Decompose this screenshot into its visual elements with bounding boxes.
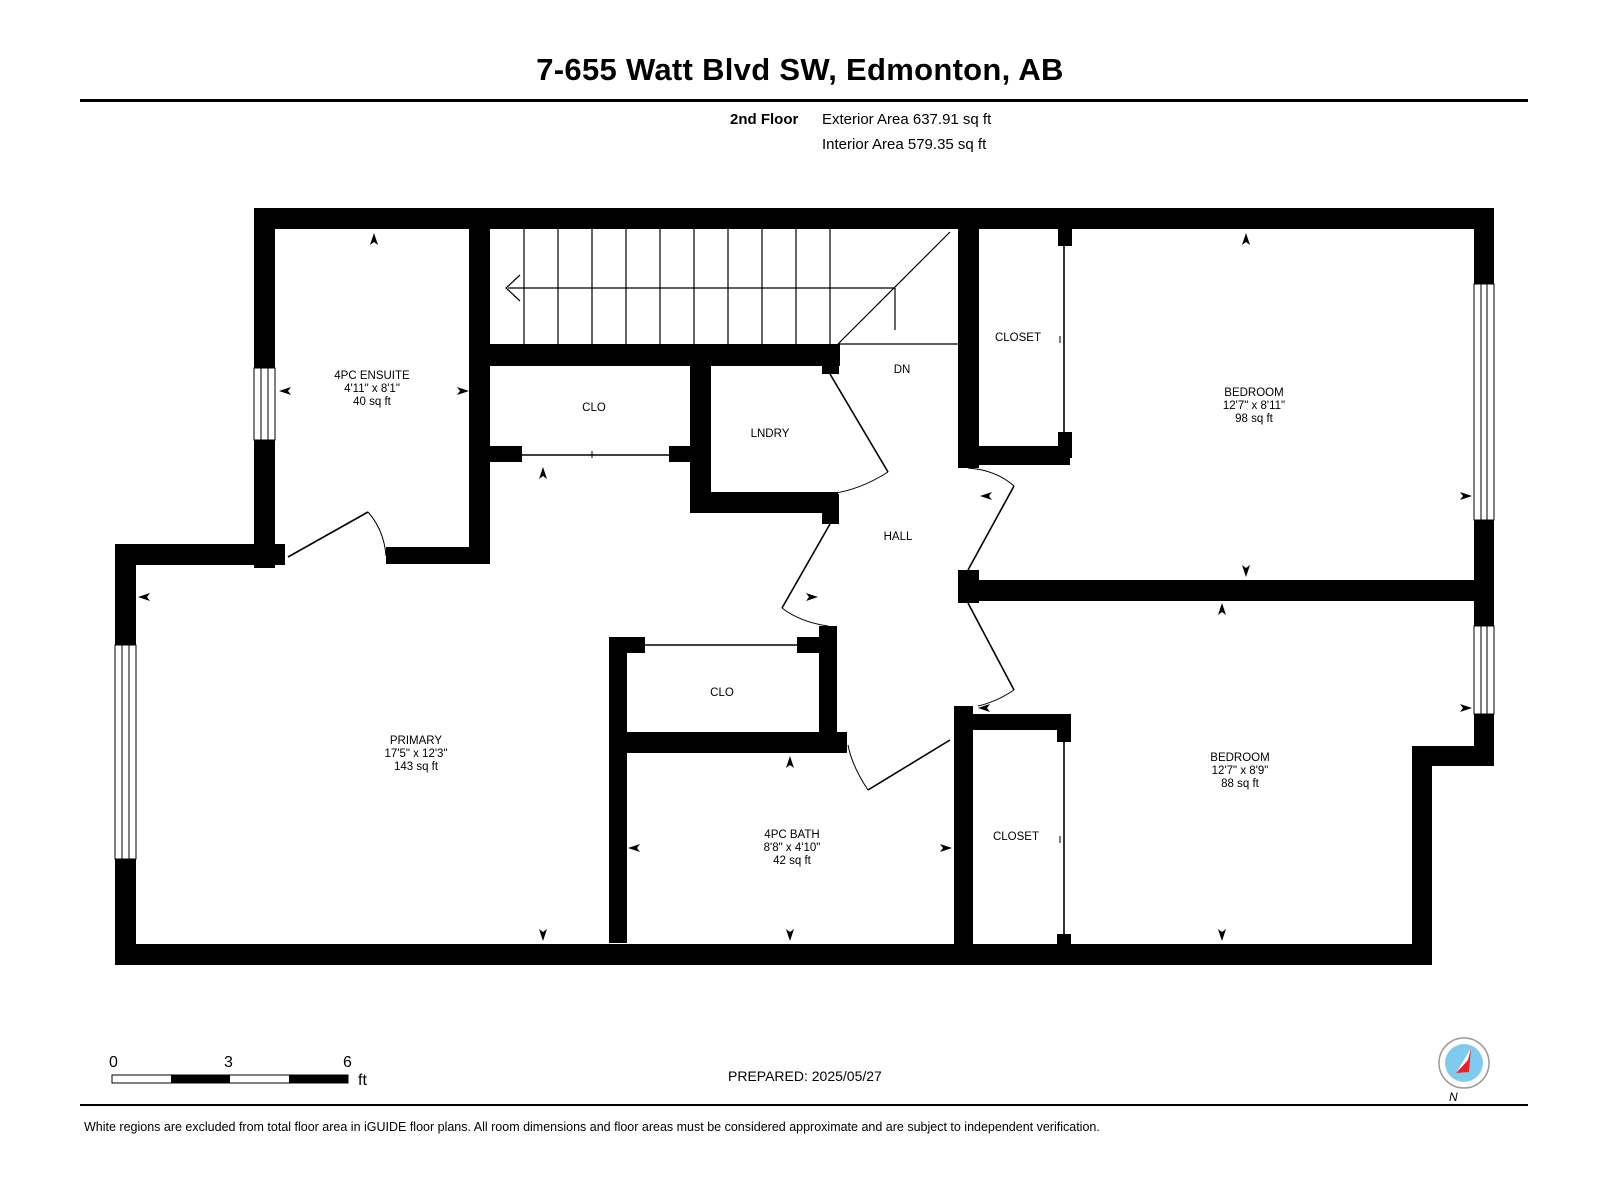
closet-bottom-name: CLOSET [993, 831, 1039, 843]
laundry-name: LNDRY [751, 428, 790, 440]
scale-tick-3: 3 [224, 1054, 233, 1071]
primary-name: PRIMARY [390, 735, 443, 747]
bedroom-top-name: BEDROOM [1224, 387, 1283, 399]
ensuite-dims: 4'11" x 8'1" [344, 383, 400, 395]
bedroom-top-dims: 12'7" x 8'11" [1223, 400, 1285, 412]
doors [287, 246, 1065, 934]
primary-dims: 17'5" x 12'3" [384, 748, 447, 760]
footer-divider [80, 1104, 1528, 1106]
bath-name: 4PC BATH [764, 829, 819, 841]
closet-top-name: CLOSET [995, 332, 1041, 344]
prepared-date: PREPARED: 2025/05/27 [728, 1068, 882, 1084]
scale-unit: ft [358, 1072, 367, 1089]
stair-down-label: DN [894, 364, 911, 376]
clo-top-name: CLO [582, 402, 606, 414]
bath-dims: 8'8" x 4'10" [764, 842, 821, 854]
room-labels: 4PC ENSUITE 4'11" x 8'1" 40 sq ft CLO LN… [334, 332, 1285, 867]
floor-name: 2nd Floor [730, 111, 799, 128]
bedroom-bottom-dims: 12'7" x 8'9" [1212, 765, 1269, 777]
ensuite-name: 4PC ENSUITE [334, 370, 410, 382]
bedroom-bottom-name: BEDROOM [1210, 752, 1269, 764]
staircase [490, 229, 958, 345]
window-primary [114, 644, 137, 860]
primary-area: 143 sq ft [394, 761, 439, 773]
scale-tick-6: 6 [343, 1054, 352, 1071]
window-bedroom-top [1473, 283, 1495, 521]
bedroom-bottom-area: 88 sq ft [1221, 778, 1260, 790]
exterior-area: Exterior Area 637.91 sq ft [822, 111, 992, 128]
compass-north-label: N [1449, 1090, 1458, 1104]
page-title: 7-655 Watt Blvd SW, Edmonton, AB [536, 52, 1064, 87]
scale-bar [111, 1074, 349, 1084]
scale-tick-0: 0 [109, 1054, 118, 1071]
compass-icon [1437, 1036, 1491, 1095]
bath-area: 42 sq ft [773, 855, 812, 867]
window-ensuite [253, 367, 276, 441]
windows [114, 283, 1495, 860]
window-bedroom-bottom [1473, 625, 1495, 715]
disclaimer-text: White regions are excluded from total fl… [84, 1120, 1100, 1134]
interior-area: Interior Area 579.35 sq ft [822, 136, 987, 153]
dimension-arrows [138, 233, 1472, 941]
ensuite-area: 40 sq ft [353, 396, 392, 408]
hall-name: HALL [884, 531, 913, 543]
bedroom-top-area: 98 sq ft [1235, 413, 1274, 425]
clo-bottom-name: CLO [710, 687, 734, 699]
title-divider [80, 99, 1528, 102]
